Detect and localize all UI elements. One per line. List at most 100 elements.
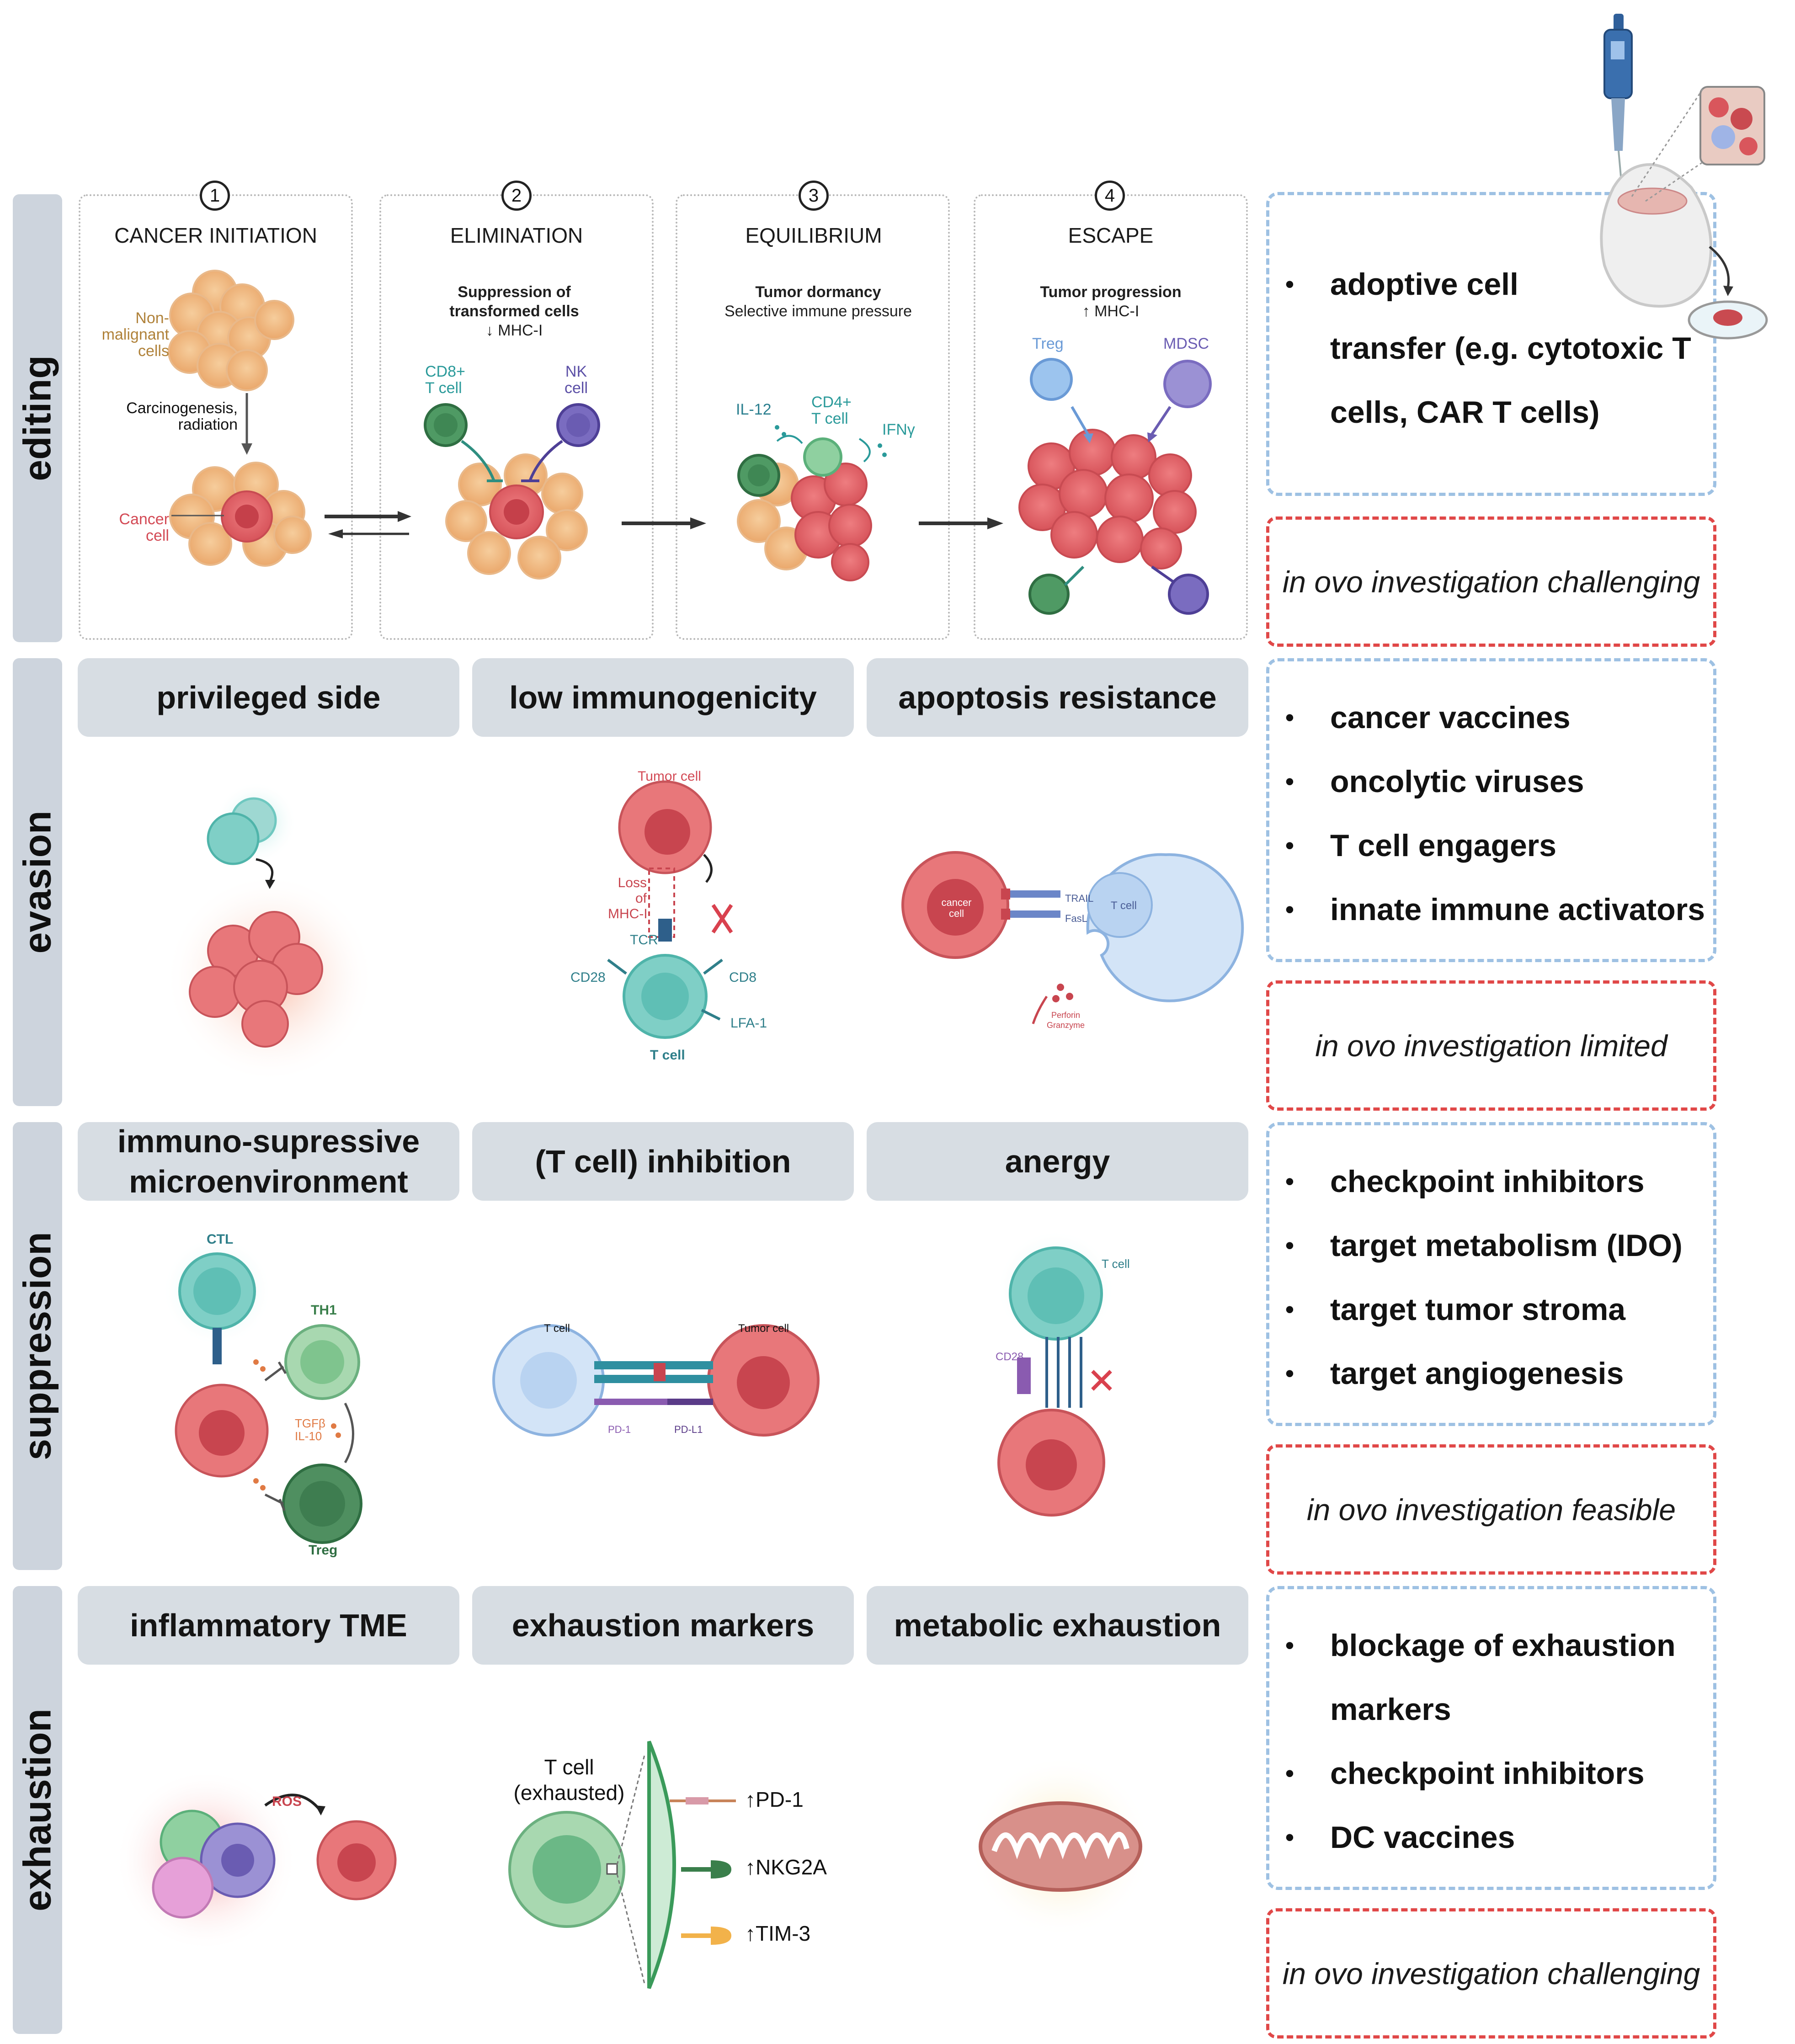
t-cell-icon bbox=[207, 812, 260, 865]
investigation-box-suppression: in ovo investigation feasible bbox=[1266, 1444, 1716, 1575]
row-band-editing: editing bbox=[13, 194, 62, 642]
bullet-dot: • bbox=[1285, 1824, 1294, 1851]
label-t-cell: T cell bbox=[1102, 1257, 1130, 1271]
marker-nkg2a: ↑NKG2A bbox=[745, 1855, 827, 1879]
label-th1: TH1 bbox=[311, 1303, 337, 1318]
elimination-cluster bbox=[445, 453, 588, 580]
label-pd1: PD-1 bbox=[608, 1424, 631, 1435]
bullet-dot: • bbox=[1285, 1296, 1294, 1323]
label-ctl: CTL bbox=[207, 1232, 234, 1247]
egg-pipette-illustration bbox=[1600, 14, 1768, 340]
stage-subtitle-bold: Tumor dormancy bbox=[755, 283, 881, 301]
header-metabolic-exhaustion: metabolic exhaustion bbox=[867, 1586, 1248, 1665]
label-pdl1: PD-L1 bbox=[674, 1424, 703, 1435]
investigation-box-exhaustion: in ovo investigation challenging bbox=[1266, 1908, 1716, 2039]
editing-illustrations bbox=[168, 270, 1212, 615]
label-nk: NK cell bbox=[565, 363, 588, 397]
bullet-dot: • bbox=[1285, 1360, 1294, 1387]
treg-cell-icon bbox=[1030, 358, 1073, 401]
therapy-box-evasion bbox=[1266, 658, 1716, 962]
label-mdsc: MDSC bbox=[1163, 335, 1209, 352]
stage-subtitle-bold: Suppression of transformed cells bbox=[449, 283, 579, 320]
stage-subtitle-elimination: Suppression of transformed cells ↓ MHC-I bbox=[418, 282, 610, 340]
bullet-dot: • bbox=[1285, 768, 1294, 795]
therapy-box-suppression bbox=[1266, 1122, 1716, 1426]
label-cd4: CD4+ T cell bbox=[811, 394, 852, 427]
stage-number-4: 4 bbox=[1095, 181, 1125, 211]
header-apoptosis-resistance: apoptosis resistance bbox=[867, 658, 1248, 737]
therapy-item: adoptive cell bbox=[1330, 267, 1518, 302]
row-band-evasion: evasion bbox=[13, 658, 62, 1106]
stage-title-initiation: CANCER INITIATION bbox=[114, 224, 317, 247]
stage-subtitle-text: ↓ MHC-I bbox=[485, 322, 543, 339]
egg-icon bbox=[1600, 163, 1713, 308]
therapy-item: target angiogenesis bbox=[1330, 1356, 1624, 1391]
label-loss-mhc: Loss of MHC-I bbox=[608, 875, 648, 921]
therapy-item: blockage of exhaustion bbox=[1330, 1628, 1676, 1663]
stage-panel-equilibrium bbox=[676, 194, 950, 640]
stage-subtitle-equilibrium: Tumor dormancy Selective immune pressure bbox=[724, 282, 912, 321]
label-cd8: CD8+ T cell bbox=[425, 363, 465, 397]
bullet-dot: • bbox=[1285, 704, 1294, 731]
header-immunosuppressive-microenvironment: immuno-supressive microenvironment bbox=[78, 1122, 459, 1201]
label-tumor-cell: Tumor cell bbox=[638, 769, 701, 784]
marker-pd1: ↑PD-1 bbox=[745, 1788, 804, 1811]
bullet-dot: • bbox=[1285, 1232, 1294, 1259]
stage-arrows bbox=[325, 511, 1003, 538]
stage-title-equilibrium: EQUILIBRIUM bbox=[745, 224, 882, 247]
label-cancer-cell: Cancer cell bbox=[119, 511, 169, 544]
stage-number-1: 1 bbox=[200, 181, 230, 211]
investigation-box-evasion: in ovo investigation limited bbox=[1266, 980, 1716, 1111]
therapy-item: oncolytic viruses bbox=[1330, 764, 1584, 799]
pipette-icon bbox=[1603, 14, 1633, 197]
normal-cell-cluster bbox=[168, 270, 294, 391]
bullet-dot: • bbox=[1285, 896, 1294, 923]
label-lfa1: LFA-1 bbox=[730, 1016, 767, 1031]
stage-title-elimination: ELIMINATION bbox=[450, 224, 583, 247]
row-band-exhaustion: exhaustion bbox=[13, 1586, 62, 2034]
stage-panel-escape bbox=[974, 194, 1248, 640]
header-privileged-side: privileged side bbox=[78, 658, 459, 737]
therapy-box-exhaustion bbox=[1266, 1586, 1716, 1890]
label-non-malignant: Non- malignant cells bbox=[101, 309, 169, 360]
label-tgf: TGFβ IL-10 bbox=[295, 1416, 325, 1443]
cell-zoom-inset bbox=[1699, 86, 1765, 165]
stage-subtitle-escape: Tumor progression ↑ MHC-I bbox=[1040, 282, 1181, 321]
tumor-cell-cluster bbox=[189, 911, 323, 1048]
bullet-dot: • bbox=[1285, 832, 1294, 859]
mitochondrion-icon bbox=[979, 1801, 1142, 1892]
stage-panel-elimination bbox=[379, 194, 654, 640]
label-fasl: FasL bbox=[1065, 913, 1087, 924]
header-low-immunogenicity: low immunogenicity bbox=[472, 658, 854, 737]
label-tumor-cell: Tumor cell bbox=[738, 1322, 789, 1335]
label-ros: ROS bbox=[272, 1794, 302, 1809]
stage-subtitle-bold: Tumor progression bbox=[1040, 283, 1182, 301]
cd4-t-cell-icon bbox=[803, 437, 842, 477]
bullet-dot: • bbox=[1285, 1168, 1294, 1195]
label-t-cell: T cell bbox=[650, 1048, 685, 1063]
suppression-illustrations bbox=[162, 1230, 1115, 1544]
label-il12: IL-12 bbox=[736, 401, 772, 418]
marker-tim3: ↑TIM-3 bbox=[745, 1922, 811, 1945]
therapy-item: transfer (e.g. cytotoxic T bbox=[1330, 331, 1691, 366]
evasion-illustrations bbox=[165, 780, 1244, 1083]
header-inflammatory-tme: inflammatory TME bbox=[78, 1586, 459, 1665]
header-t-cell-inhibition: (T cell) inhibition bbox=[472, 1122, 854, 1201]
label-t-cell: T cell bbox=[1111, 900, 1137, 912]
label-cd28: CD28 bbox=[570, 970, 606, 985]
label-trail: TRAIL bbox=[1065, 893, 1094, 904]
exhaustion-illustrations bbox=[114, 1741, 1152, 1989]
label-t-cell: T cell bbox=[544, 1322, 570, 1335]
therapy-item: markers bbox=[1330, 1692, 1451, 1727]
therapy-item: checkpoint inhibitors bbox=[1330, 1164, 1645, 1199]
header-exhaustion-markers: exhaustion markers bbox=[472, 1586, 854, 1665]
stage-subtitle-text: ↑ MHC-I bbox=[1082, 303, 1140, 320]
cd8-t-cell-icon bbox=[1028, 574, 1070, 615]
label-treg: Treg bbox=[1032, 335, 1064, 352]
stage-title-escape: ESCAPE bbox=[1068, 224, 1154, 247]
label-t-cell-exhausted: T cell (exhausted) bbox=[513, 1755, 625, 1804]
label-ifn: IFNγ bbox=[882, 421, 915, 438]
label-perforin: Perforin Granzyme bbox=[1047, 1011, 1085, 1030]
neutrophil-icon bbox=[152, 1857, 214, 1919]
bullet-dot: • bbox=[1285, 1760, 1294, 1787]
